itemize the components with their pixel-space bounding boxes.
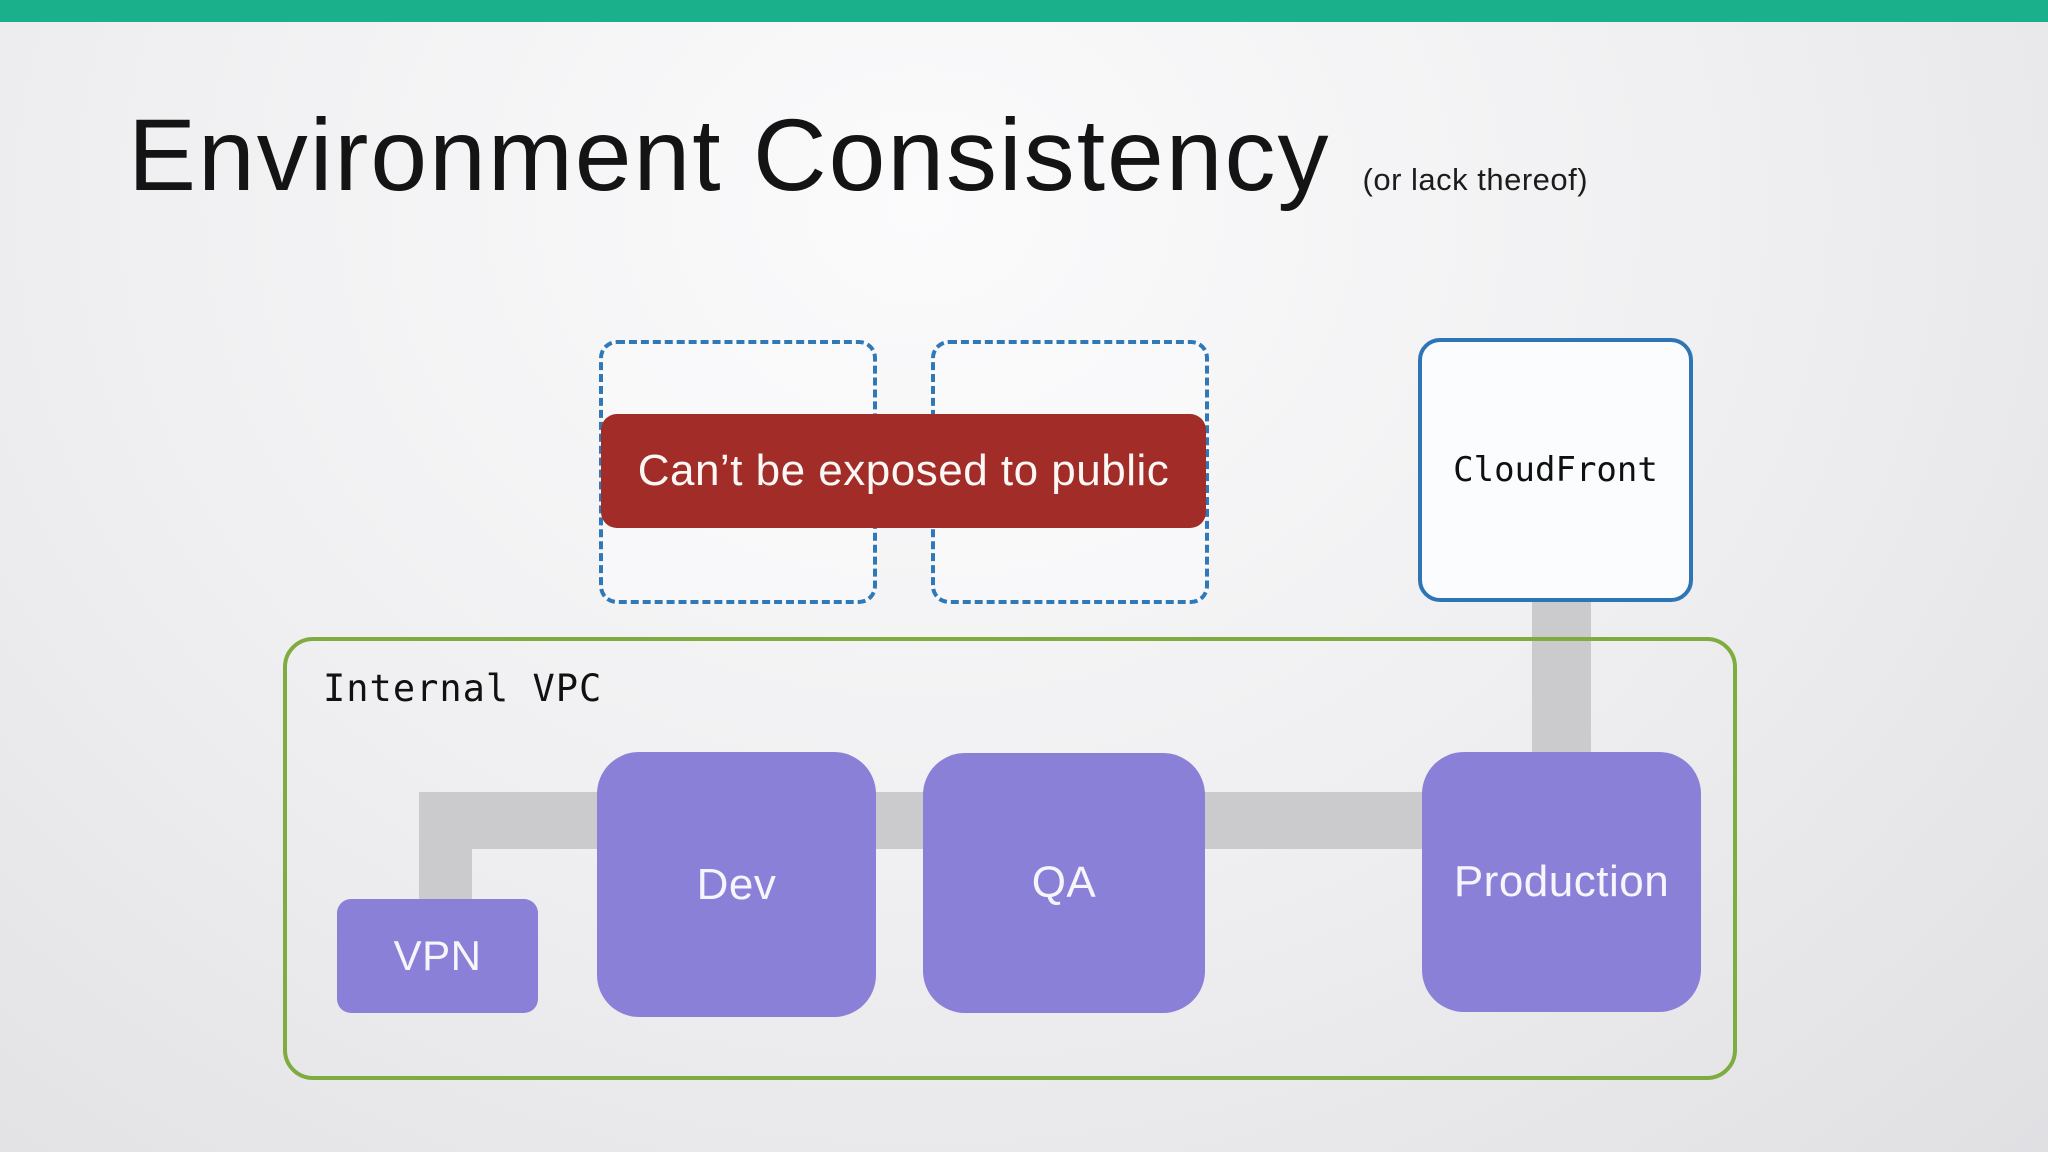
vpn-node: VPN <box>337 899 538 1013</box>
dev-node-label: Dev <box>696 859 777 909</box>
dev-node: Dev <box>597 752 876 1017</box>
production-node: Production <box>1422 752 1701 1012</box>
cloudfront-node-label: CloudFront <box>1453 450 1658 490</box>
title-row: Environment Consistency (or lack thereof… <box>128 98 1589 212</box>
qa-node-label: QA <box>1031 858 1097 907</box>
cannot-expose-banner: Can’t be exposed to public <box>601 414 1206 528</box>
vpn-node-label: VPN <box>393 932 482 979</box>
internal-vpc-label: Internal VPC <box>323 667 603 710</box>
page-title: Environment Consistency <box>128 98 1331 212</box>
production-node-label: Production <box>1453 857 1670 906</box>
page-subtitle: (or lack thereof) <box>1362 162 1589 197</box>
cannot-expose-banner-label: Can’t be exposed to public <box>637 446 1170 495</box>
connector-cloudfront-production <box>1532 600 1591 756</box>
connector-dev-qa <box>872 792 925 849</box>
top-accent-bar <box>0 0 2048 22</box>
qa-node: QA <box>923 753 1205 1013</box>
connector-qa-production <box>1203 792 1424 849</box>
connector-dev-vpn-vertical <box>419 792 472 904</box>
cloudfront-node: CloudFront <box>1418 338 1693 602</box>
